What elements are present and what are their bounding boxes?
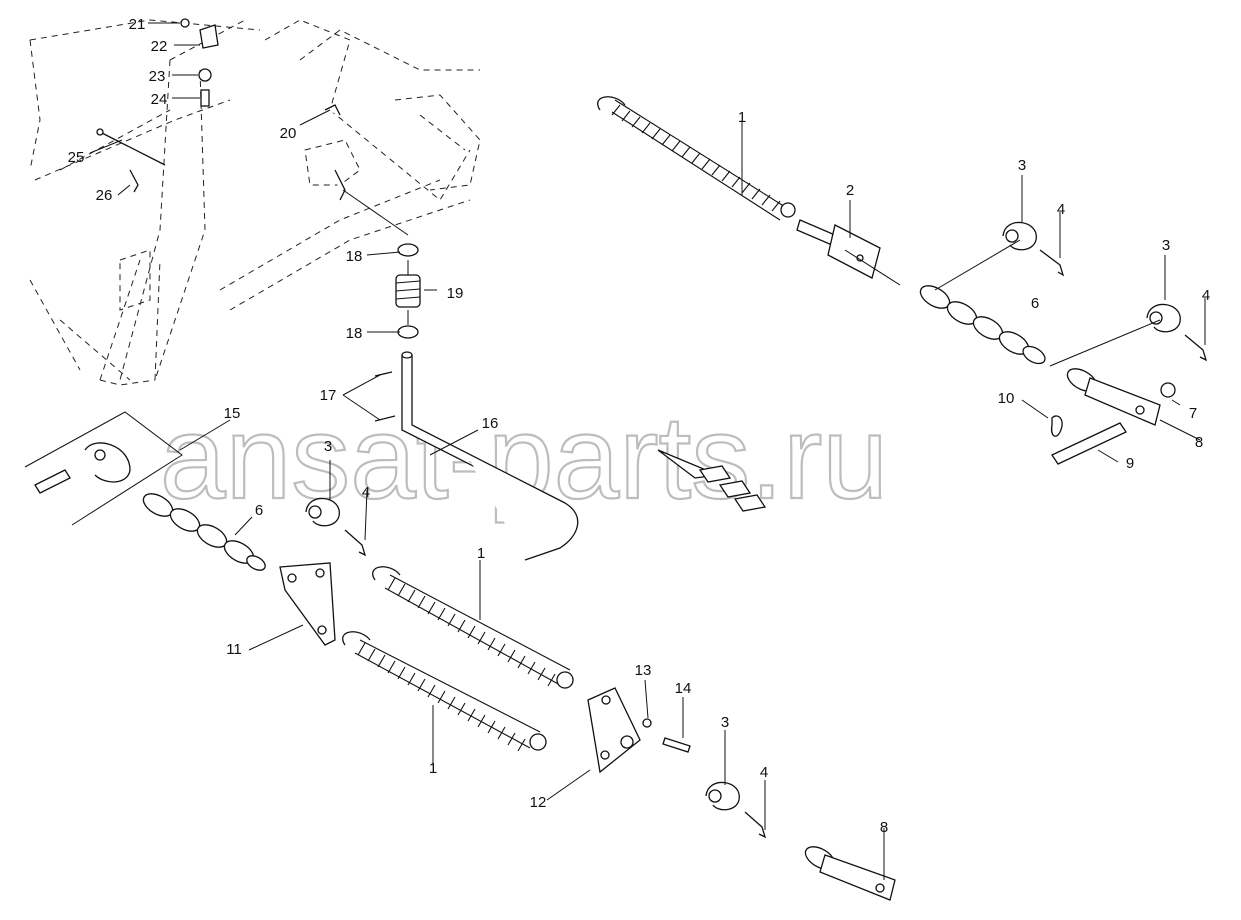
spring-middle bbox=[372, 566, 574, 689]
rod bbox=[374, 351, 579, 561]
callout-4-d: 4 bbox=[760, 764, 768, 781]
leader-lines bbox=[89, 22, 1206, 880]
callout-13: 13 bbox=[635, 662, 652, 679]
callout-18-a: 18 bbox=[346, 248, 363, 265]
callout-3-a: 3 bbox=[1018, 157, 1026, 174]
callouts: 21 22 23 24 25 26 20 1 2 3 4 3 4 6 10 7 … bbox=[68, 16, 1211, 836]
callout-9: 9 bbox=[1126, 455, 1134, 472]
chain-left bbox=[142, 493, 266, 571]
shackle-bottom bbox=[705, 781, 767, 839]
callout-14: 14 bbox=[675, 680, 692, 697]
callout-19: 19 bbox=[447, 285, 464, 302]
callout-7: 7 bbox=[1189, 405, 1197, 422]
callout-3-c: 3 bbox=[324, 438, 332, 455]
callout-24: 24 bbox=[151, 91, 168, 108]
callout-8-a: 8 bbox=[1195, 434, 1203, 451]
spring-top bbox=[597, 96, 796, 221]
callout-12: 12 bbox=[530, 794, 547, 811]
callout-25: 25 bbox=[68, 149, 85, 166]
inset-15 bbox=[24, 411, 183, 526]
callout-26: 26 bbox=[96, 187, 113, 204]
plate-11 bbox=[279, 562, 336, 646]
callout-4-a: 4 bbox=[1057, 201, 1065, 218]
callout-22: 22 bbox=[151, 38, 168, 55]
arrow-markers bbox=[657, 449, 767, 512]
callout-11: 11 bbox=[226, 641, 242, 658]
callout-17: 17 bbox=[320, 387, 337, 404]
callout-18-b: 18 bbox=[346, 325, 363, 342]
callout-4-b: 4 bbox=[1202, 287, 1210, 304]
plate-12 bbox=[587, 687, 691, 774]
callout-3-d: 3 bbox=[721, 714, 729, 731]
bracket-bottom bbox=[804, 846, 896, 901]
callout-1-top: 1 bbox=[738, 109, 746, 126]
callout-6-a: 6 bbox=[1031, 295, 1039, 312]
callout-2: 2 bbox=[846, 182, 854, 199]
callout-6-b: 6 bbox=[255, 502, 263, 519]
callout-15: 15 bbox=[224, 405, 241, 422]
callout-16: 16 bbox=[482, 415, 499, 432]
callout-23: 23 bbox=[149, 68, 166, 85]
callout-1-low: 1 bbox=[429, 760, 437, 777]
chain-top bbox=[919, 285, 1046, 365]
spring-lower bbox=[342, 631, 547, 752]
shackle-top bbox=[1002, 221, 1065, 277]
frame-outline bbox=[29, 19, 481, 386]
callout-3-b: 3 bbox=[1162, 237, 1170, 254]
adjuster-plate bbox=[796, 219, 881, 279]
callout-8-b: 8 bbox=[880, 819, 888, 836]
callout-21: 21 bbox=[129, 16, 146, 33]
bracket-right bbox=[1050, 368, 1176, 465]
callout-10: 10 bbox=[998, 390, 1015, 407]
spring-stack bbox=[395, 243, 421, 339]
callout-4-c: 4 bbox=[362, 484, 370, 501]
shackle-left bbox=[305, 497, 367, 557]
shackle-right bbox=[1146, 303, 1208, 362]
hardware-top bbox=[96, 18, 346, 201]
callout-20: 20 bbox=[280, 125, 297, 142]
callout-1-mid: 1 bbox=[477, 545, 485, 562]
